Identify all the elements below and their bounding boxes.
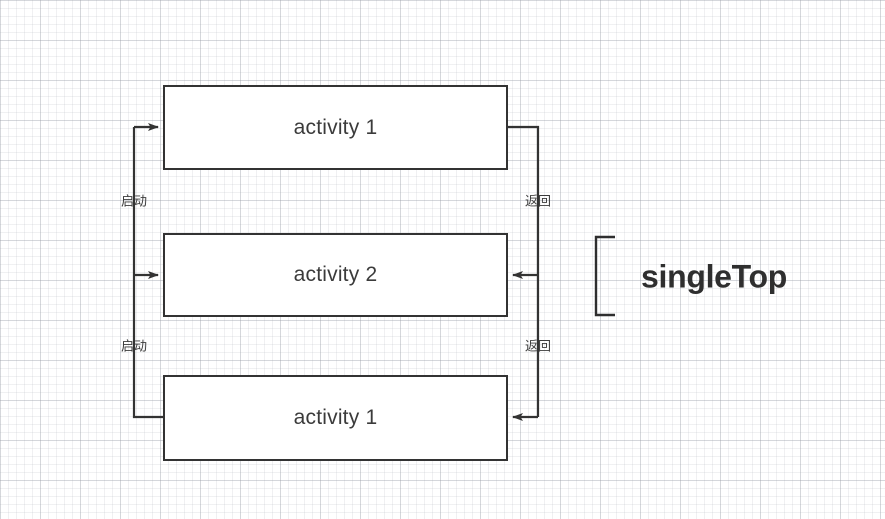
- edge-label-return-lower: 返回: [524, 339, 552, 355]
- node-label: activity 2: [293, 263, 378, 286]
- node-activity1-top[interactable]: activity 1: [163, 85, 508, 170]
- node-activity2[interactable]: activity 2: [163, 233, 508, 317]
- edge-label-start-lower: 启动: [120, 339, 148, 355]
- return-rail-line: [508, 125, 540, 417]
- node-activity1-bottom[interactable]: activity 1: [163, 375, 508, 461]
- start-flow-group: [132, 123, 163, 419]
- edge-label-start-upper: 启动: [120, 194, 148, 210]
- grouping-bracket-icon: [594, 235, 615, 317]
- node-label: activity 1: [293, 406, 378, 429]
- start-rail-line: [132, 127, 163, 419]
- annotation-singletop: singleTop: [641, 258, 788, 295]
- node-label: activity 1: [293, 115, 378, 139]
- return-flow-group: [508, 125, 540, 421]
- edge-label-return-upper: 返回: [524, 194, 552, 210]
